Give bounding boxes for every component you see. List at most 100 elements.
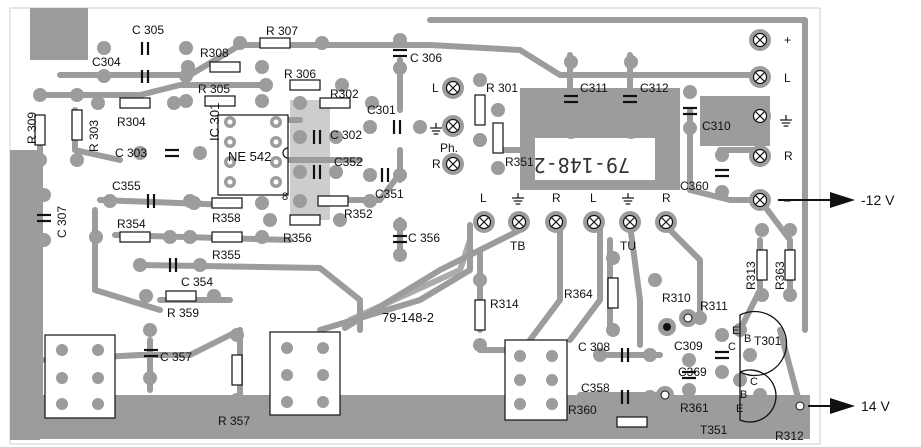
- resistor-label: R304: [117, 115, 146, 129]
- capacitor-label: C 302: [330, 128, 362, 142]
- resistor-label: R 303: [87, 120, 101, 152]
- transistor-pin-label: C: [728, 341, 736, 353]
- jack-socket: [442, 153, 464, 175]
- tuner-block-name: TU: [620, 239, 636, 253]
- resistor-label: R364: [564, 287, 593, 301]
- capacitor-label: C301: [367, 103, 396, 117]
- capacitor-label: C360: [680, 179, 709, 193]
- resistor-label: R302: [330, 87, 359, 101]
- jack-socket: [619, 211, 641, 233]
- capacitor-label: C351: [375, 187, 404, 201]
- board-stamp-bottom: 79-148-2: [382, 310, 434, 325]
- resistor-label: R 309: [25, 112, 39, 144]
- jack-socket: [583, 211, 605, 233]
- ic-pin-label: 8: [282, 191, 288, 203]
- ground-symbol: [622, 193, 634, 205]
- resistor-label: R363: [773, 261, 787, 290]
- tape-label: R: [552, 191, 561, 205]
- power-pos-label: 14 V: [861, 398, 890, 414]
- jack-sockets: [442, 29, 771, 233]
- capacitor-label: C309: [674, 339, 703, 353]
- resistor-label: R311: [700, 299, 728, 313]
- copper-fills: [10, 8, 810, 440]
- ic-type: NE 542: [228, 149, 271, 164]
- jack-socket: [749, 145, 771, 167]
- input-label: R: [432, 157, 441, 171]
- capacitor-label: C312: [640, 81, 669, 95]
- board-stamp-top: 79-148-2: [534, 153, 630, 177]
- power-labels: -12 V 14 V: [861, 192, 895, 414]
- capacitor-label: C 306: [410, 51, 442, 65]
- stamp-labels: 79-148-2 79-148-2 IC 301 NE 542 8: [207, 103, 630, 325]
- tape-block-name: TB: [510, 239, 525, 253]
- ground-symbol: [512, 193, 524, 205]
- resistor-label: R355: [212, 248, 241, 262]
- resistor-label: R351: [505, 155, 534, 169]
- capacitor-label: C 357: [160, 350, 192, 364]
- ic-301-footprint: [217, 114, 289, 196]
- phono-label: Ph.: [440, 141, 458, 155]
- capacitor-label: C 356: [408, 231, 440, 245]
- tuner-label: L: [590, 191, 597, 205]
- resistor-label: R354: [117, 217, 146, 231]
- output-label: +: [784, 33, 791, 47]
- jack-socket: [749, 66, 771, 88]
- capacitor-label: C 307: [55, 206, 69, 238]
- transistor-outlines: [739, 310, 788, 423]
- resistor-label: R 359: [167, 306, 199, 320]
- output-label: R: [784, 149, 793, 163]
- transistor-label: T351: [700, 423, 728, 437]
- capacitor-label: C 305: [132, 23, 164, 37]
- transistor-pin-label: E: [732, 325, 739, 337]
- resistor-label: R356: [283, 231, 312, 245]
- jack-socket: [749, 189, 771, 211]
- capacitor-label: C 308: [578, 340, 610, 354]
- output-label: –: [784, 193, 791, 207]
- power-neg-label: -12 V: [861, 192, 895, 208]
- capacitor-label: C358: [581, 381, 610, 395]
- transistor-label: T301: [754, 334, 782, 348]
- transistor-pin-label: C: [750, 376, 758, 388]
- tuner-label: R: [662, 191, 671, 205]
- resistor-label: R308: [200, 46, 229, 60]
- jack-socket: [473, 211, 495, 233]
- jack-socket: [442, 115, 464, 137]
- transistor-pin-label: B: [744, 333, 751, 345]
- resistor-label: R312: [775, 429, 804, 443]
- power-arrows: [778, 192, 855, 414]
- resistor-label: R 305: [198, 82, 230, 96]
- resistor-label: R358: [212, 211, 241, 225]
- transistor-pin-label: B: [740, 389, 747, 401]
- ground-symbol: [780, 115, 792, 127]
- capacitor-symbols: [37, 42, 729, 404]
- resistor-label: R361: [680, 401, 709, 415]
- resistor-label: R 301: [486, 81, 518, 95]
- ground-symbol: [430, 123, 442, 135]
- test-pads: [656, 309, 809, 415]
- capacitor-label: C311: [580, 81, 608, 95]
- capacitor-label: C369: [678, 365, 707, 379]
- resistor-label: R352: [344, 207, 373, 221]
- output-label: L: [784, 71, 791, 85]
- jack-socket: [749, 105, 771, 127]
- capacitor-label: C310: [702, 119, 731, 133]
- resistor-label: R313: [744, 261, 758, 290]
- capacitor-label: C355: [112, 179, 141, 193]
- jack-socket: [749, 29, 771, 51]
- resistor-label: R 307: [266, 24, 298, 38]
- jack-socket: [655, 211, 677, 233]
- solder-pads: [33, 33, 797, 429]
- capacitor-label: C 354: [181, 275, 213, 289]
- capacitor-label: C304: [92, 55, 121, 69]
- resistor-bodies: [34, 37, 796, 428]
- capacitor-label: C 303: [115, 146, 147, 160]
- jack-socket: [545, 211, 567, 233]
- resistor-label: R310: [662, 291, 691, 305]
- jack-socket: [442, 77, 464, 99]
- jack-socket: [508, 211, 530, 233]
- relay-sockets: [44, 331, 568, 421]
- tape-label: L: [480, 191, 487, 205]
